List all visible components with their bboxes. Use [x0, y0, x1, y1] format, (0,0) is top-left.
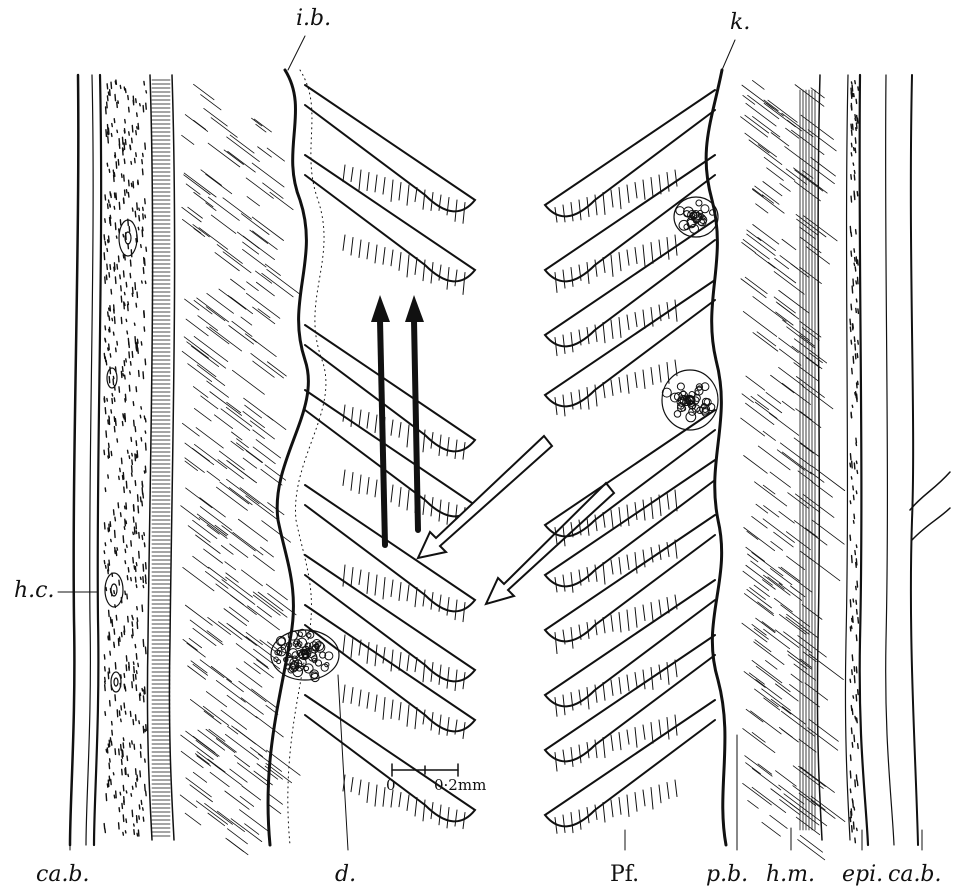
left-capsule-layers — [70, 75, 300, 855]
label-hm: h.m. — [766, 862, 815, 887]
left-scale-plates — [305, 85, 475, 829]
right-hypodermis — [741, 75, 950, 860]
inner-boundary-right — [706, 70, 726, 845]
label-cab-right: ca.b. — [888, 862, 942, 887]
label-d: d. — [335, 862, 356, 887]
label-hc: h.c. — [14, 578, 54, 603]
scale-bar-start-label: 0 — [386, 776, 396, 794]
label-pf: Pf. — [610, 862, 639, 887]
right-scale-plates — [545, 90, 715, 833]
label-pb: p.b. — [706, 862, 748, 887]
pigment-cluster — [271, 629, 339, 681]
label-epi: epi. — [842, 862, 883, 887]
label-k: k. — [730, 10, 750, 35]
label-cab-left: ca.b. — [36, 862, 90, 887]
scale-bar — [392, 764, 458, 776]
scale-bar-end-label: 0·2mm — [434, 776, 486, 794]
pigment-cluster-right — [662, 197, 718, 430]
solid-upward-arrows — [371, 295, 424, 545]
inner-boundary-left — [268, 70, 308, 845]
label-pointers — [58, 36, 922, 850]
label-ib: i.b. — [296, 6, 331, 31]
